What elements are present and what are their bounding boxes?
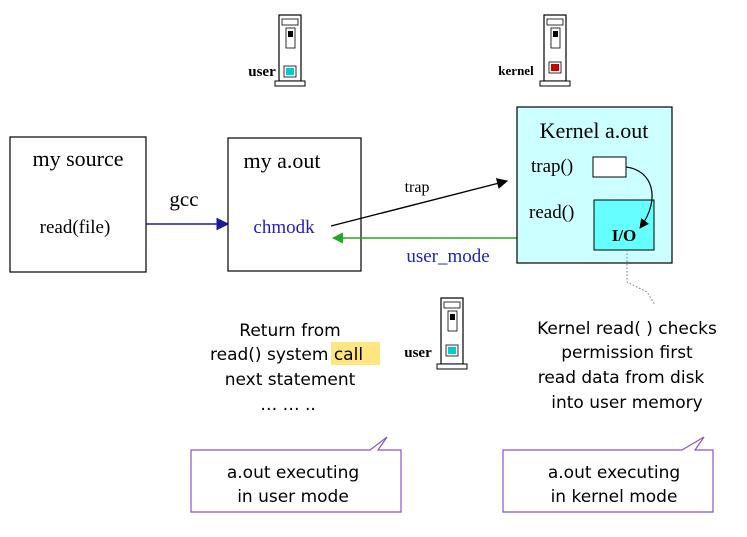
user-machine-label-2: user	[404, 345, 432, 361]
aout-box	[227, 137, 362, 272]
trap-to-io-arrow	[625, 166, 653, 229]
user-mode-callout	[190, 436, 402, 513]
user-callout-line1: a.out executing	[227, 463, 359, 483]
source-box	[9, 136, 147, 273]
user-callout-line2: in user mode	[237, 487, 349, 507]
user-machine-icon-2	[436, 297, 468, 370]
aout-title: my a.out	[244, 148, 321, 173]
kernel-note-line1: Kernel read( ) checks	[537, 319, 717, 339]
kernel-read-label: read()	[529, 202, 574, 223]
chmodk-label: chmodk	[253, 217, 315, 238]
kernel-note-line3: read data from disk	[538, 368, 705, 388]
source-title: my source	[32, 146, 123, 171]
system-call-highlight	[331, 342, 380, 365]
kernel-callout-line1: a.out executing	[548, 463, 680, 483]
kernel-note-line2: permission first	[561, 343, 693, 363]
trap-arrow	[330, 178, 509, 227]
user-machine-label: user	[248, 64, 276, 80]
kernel-aout-title: Kernel a.out	[540, 118, 649, 143]
kernel-machine-label: kernel	[498, 63, 534, 78]
trap-label: trap	[405, 179, 430, 196]
kernel-trap-label: trap()	[531, 156, 573, 177]
user-led	[286, 68, 294, 75]
trap-handler-box	[592, 156, 627, 178]
kernel-callout-line2: in kernel mode	[551, 487, 678, 507]
return-note-line3: next statement	[225, 370, 356, 390]
kernel-mode-callout	[502, 436, 714, 513]
return-note-line4: … … ..	[260, 395, 316, 415]
gcc-label: gcc	[169, 187, 198, 211]
user-mode-label: user_mode	[406, 246, 489, 267]
user-machine-icon	[274, 14, 306, 87]
return-note-line1: Return from	[239, 321, 340, 341]
return-note-line2: read() system call	[210, 345, 363, 365]
kernel-led	[551, 64, 559, 71]
io-label: I/O	[612, 226, 637, 245]
kernel-machine-icon	[539, 14, 571, 87]
source-read-call: read(file)	[40, 217, 111, 238]
io-note-connector	[626, 250, 656, 306]
kernel-note-line4: into user memory	[551, 393, 702, 413]
